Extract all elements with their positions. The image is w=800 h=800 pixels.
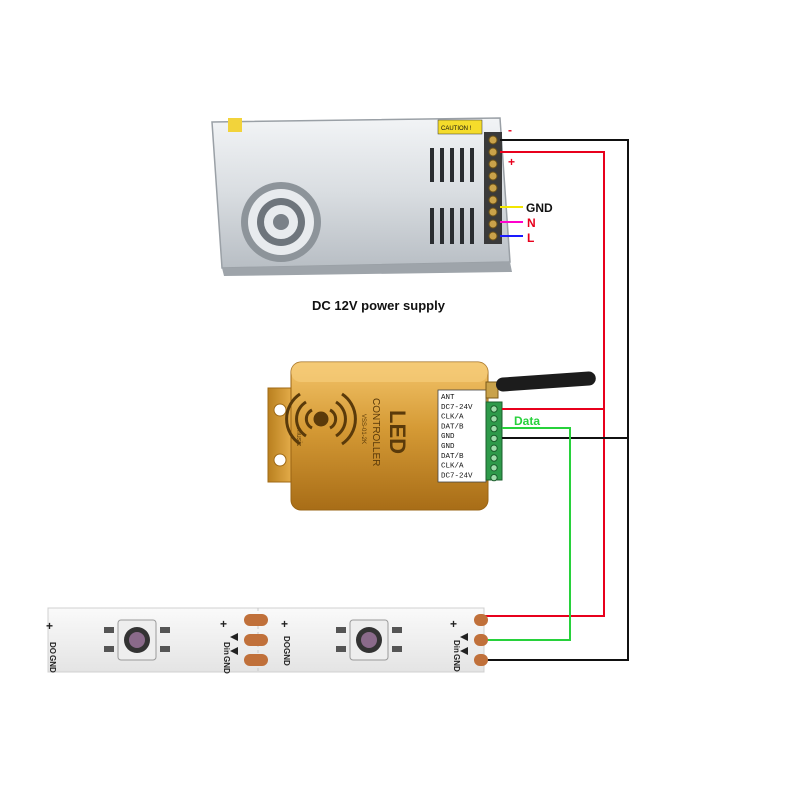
strip-gnd-label-3: GND [282,648,291,666]
controller-name: CONTROLLER [370,398,381,466]
data-wire [484,427,571,641]
psu-terminal-screw [488,219,498,229]
mount-hole-top [273,403,287,417]
strip-gnd-label-2: GND [222,656,231,674]
terminal-screw [490,424,498,433]
strip-din-label-2: Din [452,640,461,653]
pin-label: DC7-24V [441,472,473,480]
antenna-base [485,381,499,399]
led-chip-2 [336,619,402,661]
strip-plus-4: + [450,617,457,631]
direction-arrows [230,633,468,655]
terminal-screw [490,464,498,472]
pin-label: DAT/B [441,453,464,461]
n-label: N [527,216,536,230]
caution-sticker [437,119,483,135]
strip-plus-3: + [281,617,288,631]
psu-terminal-screw [488,231,498,241]
psu-terminal-screw [488,171,498,181]
strip-din-label-1: Din [222,642,231,655]
pin-label: GND [441,433,455,441]
antenna [495,371,596,392]
pin-label: DC7-24V [441,404,473,412]
strip-gnd-label-1: GND [48,655,57,673]
terminal-screw [490,415,498,423]
controller-highlight [291,362,488,382]
power-supply: CAUTION ! [211,117,512,276]
caution-text: CAUTION ! [441,126,472,132]
solder-pads-middle [244,614,268,666]
pin-label-panel [437,389,487,483]
sound-wave-icon [285,392,357,446]
terminal-screw [490,405,498,413]
pin-label: CLK/A [441,414,464,422]
psu-terminal-screw [488,147,498,157]
fan-grill [241,182,321,262]
pin-label: GND [441,443,455,451]
pin-label: CLK/A [441,463,464,471]
vent-slots [430,148,474,244]
terminal-screw [490,444,498,452]
strip-plus-1: + [46,619,53,633]
mount-hole-bottom [273,453,287,467]
psu-minus-label: - [508,123,512,137]
negative-wire [484,139,629,661]
led-strip: + + + + DO GND Din GND DO GND Din GND [46,607,488,674]
psu-terminal-screw [488,159,498,169]
pin-label: ANT [441,394,455,402]
strip-do-label-2: DO [282,636,291,648]
mount-flange [267,387,293,483]
solder-pads-end [474,614,488,666]
pin-label: DAT/B [441,423,464,431]
strip-gnd-label-4: GND [452,654,461,672]
psu-caption: DC 12V power supply [312,298,445,313]
terminal-screw [490,454,498,462]
positive-wire [484,151,605,617]
music-label: music [295,428,302,447]
psu-terminal-block [484,132,502,244]
pin-label-list: ANTDC7-24VCLK/ADAT/BGNDGNDDAT/BCLK/ADC7-… [441,394,473,480]
psu-sticker [228,118,242,132]
controller-model: VSS-01-2K [360,414,366,444]
strip-do-label-1: DO [48,642,57,654]
psu-plus-label: + [508,155,515,169]
data-label: Data [514,414,540,428]
psu-terminal-screw [488,135,498,145]
terminal-screw [490,434,498,443]
l-label: L [527,231,534,245]
terminal-screw [490,473,498,482]
controller-brand: LED [385,410,410,454]
strip-plus-2: + [220,617,227,631]
psu-terminal-screw [488,183,498,193]
led-chip-1 [104,619,170,661]
psu-terminal-screw [488,195,498,205]
psu-terminal-screw [488,207,498,217]
led-controller: music LED CONTROLLER VSS-01-2K ANT DC7-24… [267,361,596,511]
psu-bottom-edge [222,262,512,276]
gnd-label: GND [526,201,553,215]
